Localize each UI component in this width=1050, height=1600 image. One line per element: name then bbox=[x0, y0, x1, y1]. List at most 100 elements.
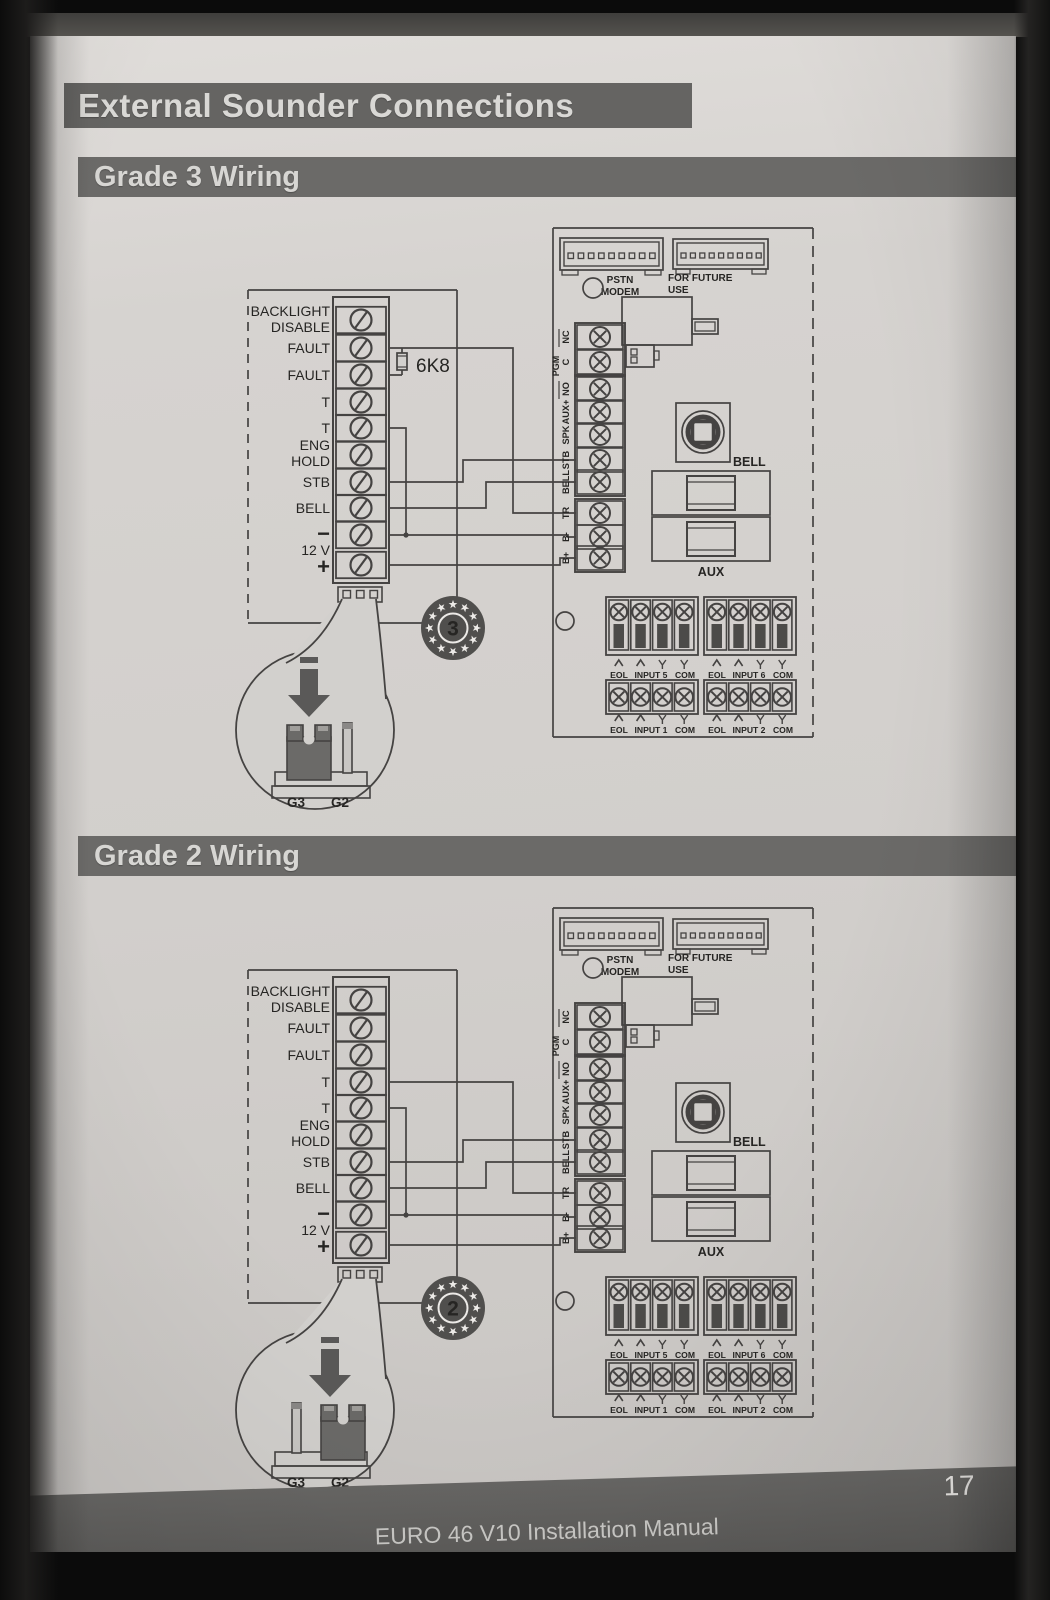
screw-terminal-icon bbox=[653, 602, 672, 622]
screw-terminal-icon bbox=[589, 1081, 611, 1103]
mounting-hole bbox=[555, 1291, 575, 1311]
screw-terminal-icon bbox=[589, 1006, 611, 1028]
star-icon bbox=[424, 623, 434, 633]
wire-plus-to-bplus bbox=[390, 557, 576, 566]
keypad-terminal-label: ENG bbox=[300, 437, 330, 453]
keypad-terminal-label: DISABLE bbox=[271, 999, 330, 1015]
screw-terminal-icon bbox=[349, 1070, 373, 1094]
eol-label: INPUT 6 bbox=[733, 1350, 766, 1360]
screw-terminal-icon bbox=[589, 547, 611, 569]
eol-label: EOL bbox=[708, 670, 726, 680]
eol-label: COM bbox=[773, 725, 793, 735]
star-icon bbox=[468, 611, 478, 621]
bell-piezo-graphic bbox=[675, 1082, 731, 1143]
badge-number: 2 bbox=[447, 1298, 459, 1321]
pcb-terminal-label: NC bbox=[561, 330, 571, 344]
manual-page: External Sounder Connections Grade 3 Wir… bbox=[30, 36, 1016, 1552]
star-icon bbox=[436, 1323, 446, 1333]
screw-terminal-icon bbox=[707, 602, 727, 622]
future-use-connector bbox=[672, 238, 769, 275]
keypad-terminal-label: T bbox=[321, 1074, 330, 1090]
eol-label: COM bbox=[675, 670, 695, 680]
star-icon bbox=[460, 1323, 470, 1333]
star-icon bbox=[468, 635, 478, 645]
screw-terminal-icon bbox=[349, 390, 373, 414]
keypad-terminal-labels: BACKLIGHTDISABLEFAULTFAULTTTENGHOLDSTBBE… bbox=[251, 983, 331, 1259]
connector-label: FOR FUTURE bbox=[668, 273, 733, 284]
aux-fuse-box bbox=[651, 516, 771, 562]
pcb-terminal-label: B- bbox=[561, 532, 571, 542]
screw-terminal-icon bbox=[674, 1367, 695, 1387]
pcb-terminal-label: STB bbox=[561, 450, 571, 469]
screw-terminal-icon bbox=[589, 1058, 611, 1080]
keypad-terminal-label: HOLD bbox=[291, 453, 330, 469]
resistor-value: 6K8 bbox=[416, 356, 450, 377]
screw-terminal-icon bbox=[653, 1282, 672, 1302]
wire-trigger bbox=[390, 1081, 576, 1194]
eol-label: EOL bbox=[610, 1350, 628, 1360]
pcb-terminal-label: AUX+ bbox=[561, 400, 571, 425]
pcb-terminal-label: BELL bbox=[561, 1150, 571, 1174]
pcb-terminal-label: C bbox=[561, 358, 571, 365]
screw-terminal-icon bbox=[349, 1123, 373, 1147]
eol-label: INPUT 1 bbox=[635, 725, 668, 735]
screw-terminal-icon bbox=[349, 1233, 373, 1257]
eol-label: EOL bbox=[610, 1405, 628, 1415]
screw-terminal-icon bbox=[707, 1367, 727, 1387]
pcb-terminal-label: BELL bbox=[561, 470, 571, 494]
wire-junction-dot bbox=[403, 1212, 409, 1218]
screw-terminal-icon bbox=[630, 1367, 651, 1387]
screw-terminal-icon bbox=[589, 1151, 611, 1173]
screw-terminal-icon bbox=[609, 1282, 629, 1302]
wire-t-to-minus bbox=[390, 1107, 407, 1215]
eol-label: COM bbox=[773, 1350, 793, 1360]
page-number: 17 bbox=[943, 1469, 976, 1502]
keypad-terminal-label: BACKLIGHT bbox=[251, 303, 331, 319]
eol-label: EOL bbox=[708, 1405, 726, 1415]
star-icon bbox=[448, 1279, 458, 1289]
keypad-terminal-label: DISABLE bbox=[271, 319, 330, 335]
screw-terminal-icon bbox=[349, 988, 373, 1012]
wire-t-to-minus bbox=[390, 427, 407, 535]
screw-terminal-icon bbox=[729, 602, 748, 622]
screw-terminal-icon bbox=[589, 1104, 611, 1126]
section-heading-grade2: Grade 2 Wiring bbox=[78, 836, 1016, 876]
screw-terminal-icon bbox=[609, 1367, 629, 1387]
control-panel-pcb bbox=[552, 227, 814, 738]
bare-pin bbox=[291, 1402, 302, 1454]
screw-terminal-icon bbox=[589, 351, 611, 373]
screw-terminal-icon bbox=[772, 1282, 792, 1302]
screw-terminal-icon bbox=[707, 687, 727, 707]
mounting-hole bbox=[555, 611, 575, 631]
screw-terminal-icon bbox=[751, 602, 770, 622]
eol-label: INPUT 2 bbox=[733, 725, 766, 735]
bell-piezo-graphic bbox=[675, 402, 731, 463]
two-pin-component bbox=[625, 344, 660, 368]
mounting-hole bbox=[582, 277, 604, 299]
screw-terminal-icon bbox=[631, 1282, 650, 1302]
wire-stb bbox=[390, 459, 576, 483]
screw-terminal-icon bbox=[729, 1282, 748, 1302]
pgm-label: PGM bbox=[551, 356, 561, 377]
keypad-terminal-label: HOLD bbox=[291, 1133, 330, 1149]
screw-terminal-icon bbox=[728, 1367, 749, 1387]
star-icon bbox=[436, 1283, 446, 1293]
screw-terminal-icon bbox=[349, 1150, 373, 1174]
footer-title: EURO 46 V10 Installation Manual bbox=[374, 1513, 720, 1550]
eol-label: COM bbox=[773, 670, 793, 680]
pstn-modem-connector bbox=[559, 237, 664, 276]
supply-voltage-label: 12 V bbox=[301, 542, 330, 558]
pcb-terminal-label: TR bbox=[561, 507, 571, 520]
pcb-terminal-label: NO bbox=[561, 382, 571, 396]
connector-label: USE bbox=[668, 285, 689, 296]
screw-terminal-icon bbox=[589, 502, 611, 524]
screw-terminal-icon bbox=[631, 602, 650, 622]
screw-terminal-icon bbox=[751, 1282, 770, 1302]
